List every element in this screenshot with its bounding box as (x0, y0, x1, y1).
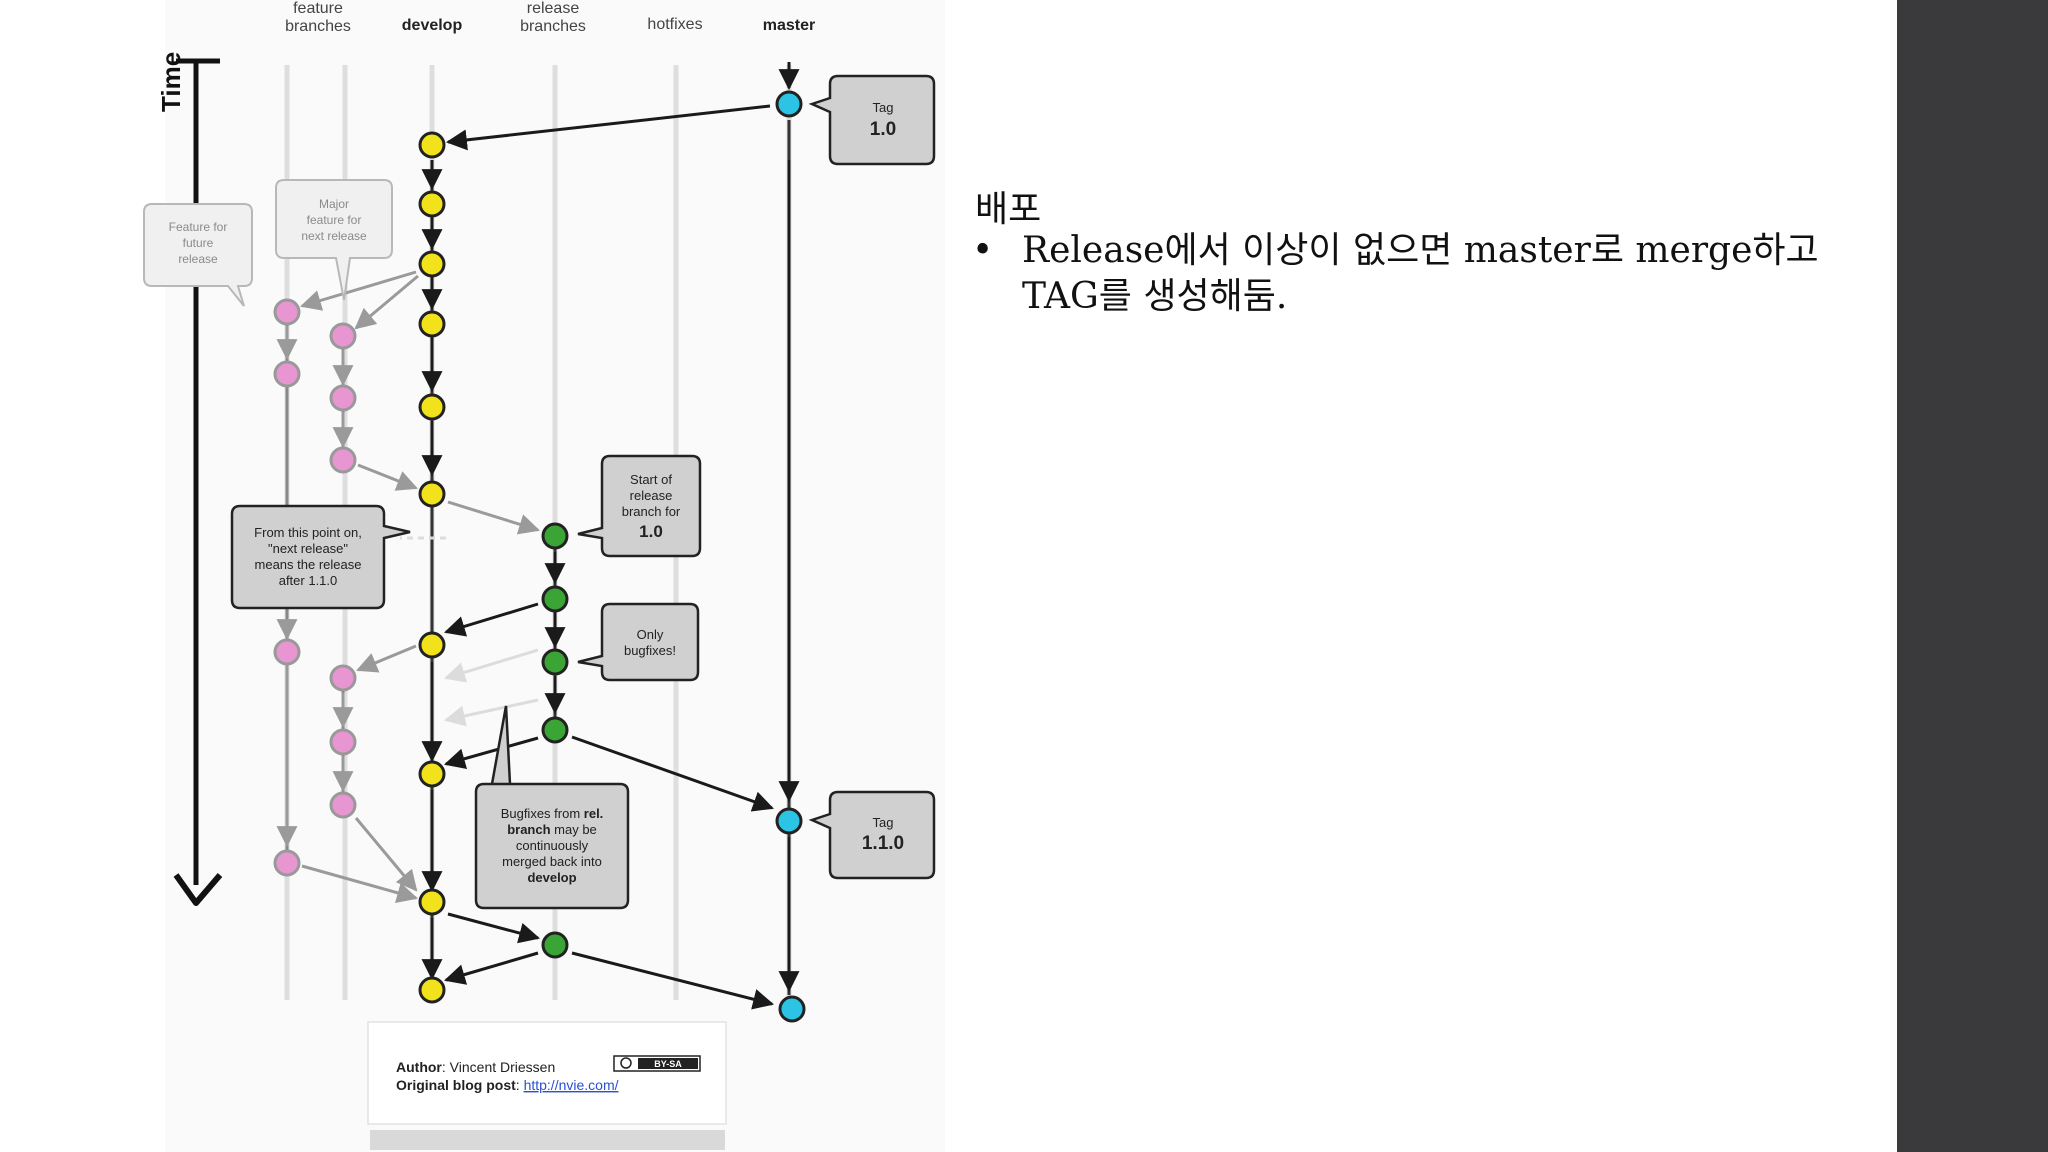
callout-text: means the release (255, 557, 362, 572)
callout-text: bugfixes! (624, 643, 676, 658)
callout-text: next release (301, 229, 367, 243)
callout-text: release (178, 252, 218, 266)
ghost-arrows (400, 536, 539, 727)
column-header-master: master (763, 17, 815, 34)
column-header-release: release (527, 0, 580, 17)
bugfix-merge-callout: Bugfixes from rel. branch may be continu… (474, 705, 630, 910)
feature-commit (329, 322, 357, 350)
next-release-callout: From this point on, "next release" means… (230, 504, 411, 610)
feature-commit (329, 791, 357, 819)
feature-commit (329, 664, 357, 692)
develop-commit (418, 393, 446, 421)
column-header-hotfixes: hotfixes (647, 16, 702, 33)
release-commits (541, 522, 569, 959)
feature-commit (329, 446, 357, 474)
release-commit (541, 585, 569, 613)
license-text: BY-SA (654, 1059, 682, 1069)
cc-icon (620, 1057, 632, 1069)
bullet-marker: • (972, 230, 994, 271)
feature-commit (273, 638, 301, 666)
develop-commit (418, 310, 446, 338)
slide-title: 배포 (975, 189, 1042, 230)
feature-commits (273, 298, 357, 877)
callout-text: continuously (516, 838, 589, 853)
callout-text: Only (637, 627, 664, 642)
tag-version: 1.0 (870, 119, 896, 140)
time-label: Time (156, 52, 186, 112)
master-commit (775, 90, 803, 118)
blog-link[interactable]: http://nvie.com/ (524, 1077, 619, 1093)
release-commit (541, 648, 569, 676)
develop-commit (418, 480, 446, 508)
callout-text: From this point on, (254, 525, 362, 540)
callout-text: merged back into (502, 854, 602, 869)
develop-commit (418, 631, 446, 659)
feature-commit (273, 360, 301, 388)
develop-commit (418, 250, 446, 278)
feature-commit (273, 849, 301, 877)
release-commit (541, 931, 569, 959)
commit-arrows (421, 62, 800, 1010)
develop-commit (418, 190, 446, 218)
callout-text: after 1.1.0 (279, 573, 338, 588)
develop-commit (418, 131, 446, 159)
callout-text: Bugfixes from rel. (501, 806, 604, 821)
callout-text: Major (319, 197, 349, 211)
column-header-feature: feature (293, 0, 343, 17)
credit-author: Author: Vincent Driessen (396, 1059, 555, 1075)
major-feature-callout: Major feature for next release (275, 179, 393, 301)
master-commit (778, 995, 806, 1023)
bugfixes-callout: Only bugfixes! (577, 602, 700, 682)
callout-text: Start of (630, 472, 672, 487)
time-axis: Time (156, 52, 223, 906)
feature-commit (329, 384, 357, 412)
tag-callout: Tag 1.0 (808, 74, 936, 166)
callout-text: release (630, 488, 673, 503)
master-commits (775, 90, 806, 1023)
tag-label: Tag (873, 100, 894, 115)
master-commit (775, 807, 803, 835)
license-badge: BY-SA (613, 1055, 701, 1072)
release-commit (541, 716, 569, 744)
callout-text: feature for (307, 213, 362, 227)
feature-arrows (276, 270, 541, 904)
feature-commit (273, 298, 301, 326)
callout-text: "next release" (268, 541, 348, 556)
callout-text: future (183, 236, 214, 250)
side-panel (1897, 0, 2048, 1152)
develop-commit (418, 888, 446, 916)
bullet-list: • Release에서 이상이 없으면 master로 merge하고 TAG를 … (972, 228, 1872, 320)
tag-callout: Tag 1.1.0 (808, 790, 936, 880)
credit-card: Author: Vincent Driessen Original blog p… (367, 1021, 727, 1150)
callout-text: Feature for (169, 220, 228, 234)
bullet-item: • Release에서 이상이 없으면 master로 merge하고 TAG를 … (972, 228, 1872, 320)
develop-commits (418, 131, 446, 1004)
tag-label: Tag (873, 815, 894, 830)
credit-blog: Original blog post: http://nvie.com/ (396, 1077, 619, 1093)
column-header-release: branches (520, 18, 586, 35)
release-commit (541, 522, 569, 550)
bullet-text: Release에서 이상이 없으면 master로 merge하고 TAG를 생… (1022, 230, 1819, 317)
feature-commit (329, 728, 357, 756)
callout-text: develop (527, 870, 576, 885)
develop-commit (418, 760, 446, 788)
future-release-callout: Feature for future release (143, 203, 253, 307)
callout-text: 1.0 (639, 522, 663, 541)
tag-version: 1.1.0 (862, 833, 904, 854)
column-header-develop: develop (402, 17, 463, 34)
slide: feature branches develop release branche… (143, 0, 1872, 1152)
column-header-feature: branches (285, 18, 351, 35)
git-flow-diagram: feature branches develop release branche… (143, 0, 945, 1152)
callout-text: branch for (622, 504, 681, 519)
callout-text: branch may be (507, 822, 597, 837)
release-start-callout: Start of release branch for 1.0 (577, 454, 702, 558)
develop-commit (418, 976, 446, 1004)
